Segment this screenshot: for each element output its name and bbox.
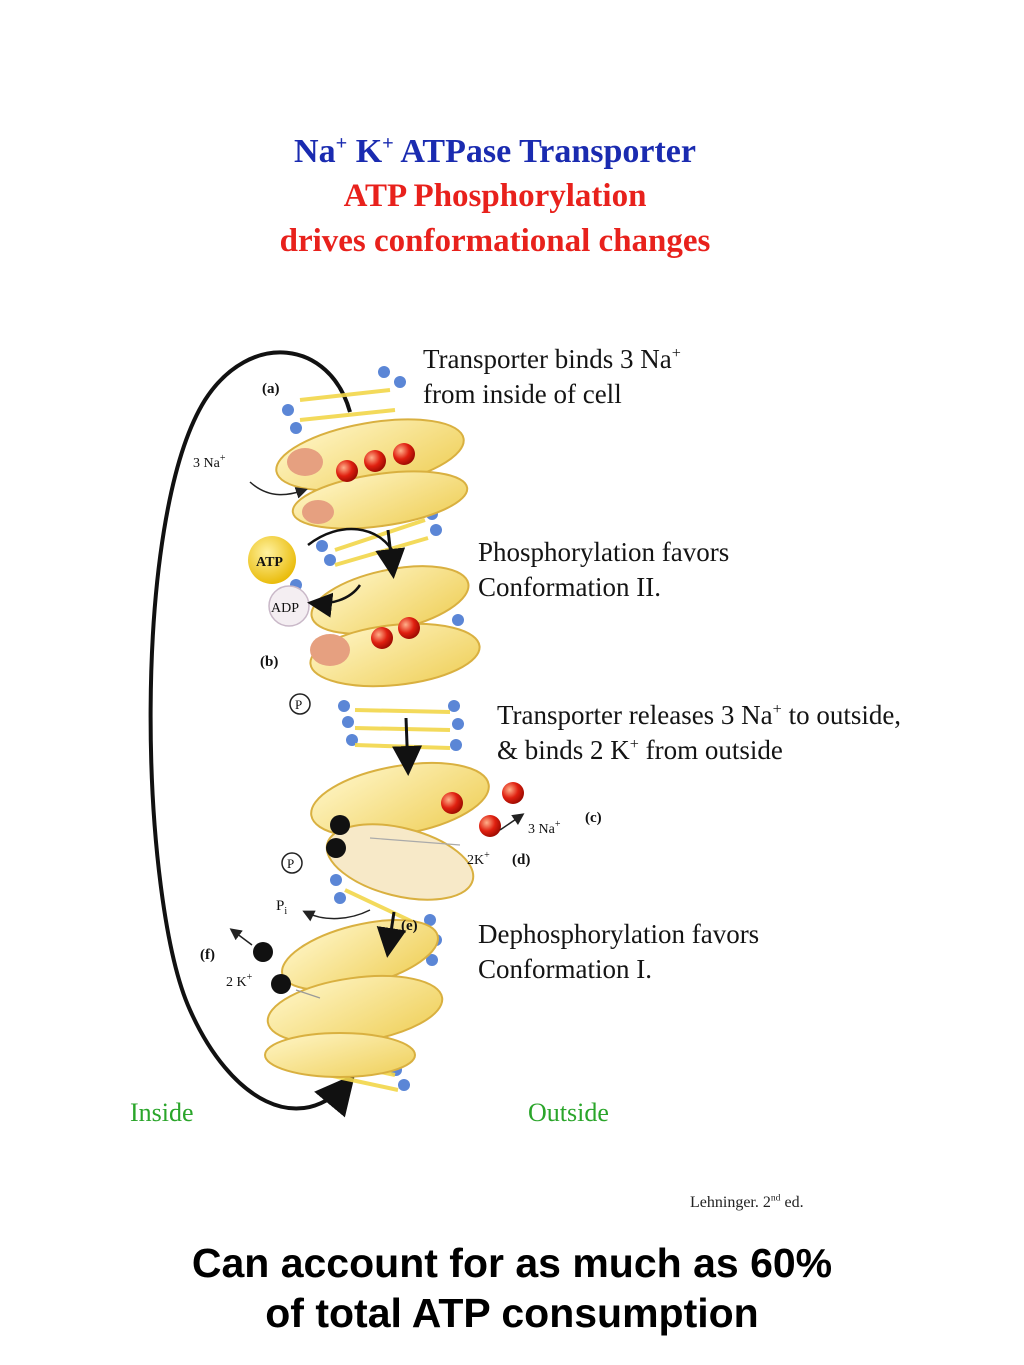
arrow-a-to-b bbox=[375, 529, 406, 579]
footer-statement: Can account for as much as 60% of total … bbox=[0, 1238, 1024, 1338]
step-1-line-2: from inside of cell bbox=[423, 379, 622, 409]
step-3-text: Transporter releases 3 Na+ to outside, &… bbox=[497, 698, 901, 768]
arrow-na-out bbox=[499, 813, 525, 831]
sodium-ions-bound-b bbox=[371, 617, 420, 649]
diagram-title: Na+ K+ ATPase Transporter ATP Phosphoryl… bbox=[0, 130, 1024, 264]
inside-label: Inside bbox=[130, 1098, 194, 1127]
sodium-ions-released bbox=[441, 782, 524, 837]
potassium-ions-bound bbox=[326, 815, 350, 858]
label-d: (d) bbox=[512, 852, 530, 868]
arrow-na-in bbox=[249, 481, 308, 499]
label-e: (e) bbox=[401, 918, 418, 934]
potassium-ions-released bbox=[253, 942, 291, 994]
step-1-line-1: Transporter binds 3 Na+ bbox=[423, 344, 681, 374]
step-3-line-2: & binds 2 K+ from outside bbox=[497, 735, 783, 765]
step-2-line-1: Phosphorylation favors bbox=[478, 537, 730, 567]
label-p-d: P bbox=[287, 856, 294, 871]
phosphate-b bbox=[289, 693, 311, 715]
arrow-k-out bbox=[229, 928, 253, 946]
label-f: (f) bbox=[200, 947, 215, 963]
step-1-text: Transporter binds 3 Na+ from inside of c… bbox=[423, 342, 681, 412]
arrow-k-release bbox=[295, 989, 321, 999]
arrow-pi-out bbox=[302, 909, 371, 922]
label-na-out: 3 Na+ bbox=[528, 819, 561, 837]
label-c: (c) bbox=[585, 810, 602, 826]
label-k-in: 2 K+ bbox=[226, 972, 253, 990]
arrow-d-to-e bbox=[376, 911, 407, 958]
cycle-loop-arrow bbox=[148, 350, 356, 1118]
label-pi: Pi bbox=[276, 898, 287, 917]
phosphate-d bbox=[281, 852, 303, 874]
label-na-in: 3 Na+ bbox=[193, 453, 226, 471]
label-a: (a) bbox=[262, 381, 280, 397]
label-k-out: 2K+ bbox=[467, 850, 490, 868]
footer-line-2: of total ATP consumption bbox=[265, 1290, 759, 1336]
step-4-text: Dephosphorylation favors Conformation I. bbox=[478, 917, 759, 987]
sodium-ions-bound-a bbox=[336, 443, 415, 482]
label-adp: ADP bbox=[271, 601, 299, 616]
step-2-text: Phosphorylation favors Conformation II. bbox=[478, 535, 729, 605]
atp-molecule bbox=[248, 536, 296, 584]
step-4-line-1: Dephosphorylation favors bbox=[478, 919, 760, 949]
protein-conformation-b bbox=[309, 565, 481, 688]
arrow-b-to-c bbox=[392, 717, 423, 776]
arrow-k-in bbox=[369, 837, 461, 846]
label-atp: ATP bbox=[256, 555, 283, 570]
protein-conformation-ef bbox=[264, 919, 444, 1078]
source-credit: Lehninger. 2nd ed. bbox=[690, 1192, 804, 1211]
outside-label: Outside bbox=[528, 1098, 609, 1127]
step-3-line-1: Transporter releases 3 Na+ to outside, bbox=[497, 700, 902, 730]
title-line-2: ATP Phosphorylation bbox=[343, 178, 647, 214]
step-2-line-2: Conformation II. bbox=[478, 572, 661, 602]
title-line-1: Na+ K+ ATPase Transporter bbox=[294, 132, 696, 170]
label-p-b: P bbox=[295, 697, 302, 712]
arrow-to-adp bbox=[307, 584, 362, 618]
title-line-3: drives conformational changes bbox=[279, 223, 711, 259]
step-4-line-2: Conformation I. bbox=[478, 954, 652, 984]
label-b: (b) bbox=[260, 654, 278, 670]
footer-line-1: Can account for as much as 60% bbox=[191, 1240, 833, 1286]
